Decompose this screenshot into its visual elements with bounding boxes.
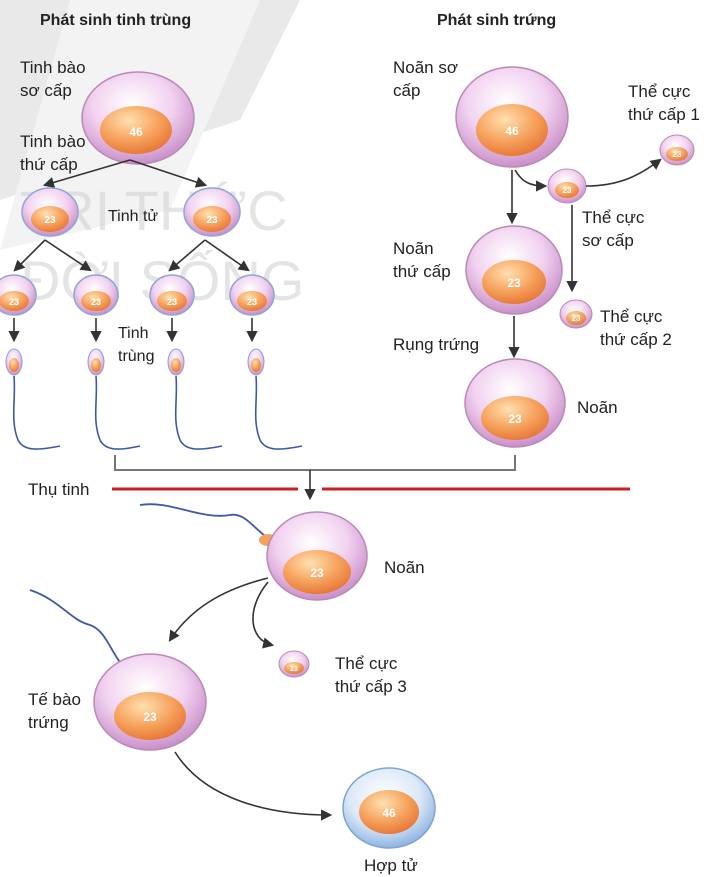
division-arrow xyxy=(586,160,660,186)
primary-polar-body: 23 xyxy=(548,169,586,203)
svg-text:23: 23 xyxy=(508,412,522,426)
spermatid-label: Tinh tử xyxy=(108,205,158,228)
zygote-label: Hợp tử xyxy=(364,854,418,877)
svg-text:23: 23 xyxy=(167,297,177,307)
sperm-cell xyxy=(168,349,222,449)
svg-text:23: 23 xyxy=(247,297,257,307)
spermatid-cell: 23 xyxy=(230,275,274,315)
svg-text:23: 23 xyxy=(673,150,682,159)
zygote-cell: 46 xyxy=(343,768,435,848)
secondary-oocyte-cell: 23 xyxy=(466,226,562,314)
ovulation-label: Rụng trứng xyxy=(393,333,479,356)
secondary-polar-body-2: 23 xyxy=(560,300,592,328)
secondary-polar-body-3: 23 xyxy=(279,651,309,677)
spermatid-cell: 23 xyxy=(150,275,194,315)
egg-cell: 23 xyxy=(94,654,206,750)
sperm-tail xyxy=(30,590,122,665)
division-arrow xyxy=(515,170,545,186)
svg-text:23: 23 xyxy=(310,566,324,580)
svg-text:23: 23 xyxy=(44,215,56,226)
oogenesis-header: Phát sinh trứng xyxy=(437,12,556,30)
chromosome-number: 46 xyxy=(129,125,143,139)
svg-text:23: 23 xyxy=(563,186,572,195)
svg-text:23: 23 xyxy=(143,710,157,724)
svg-text:23: 23 xyxy=(507,276,521,290)
ovum-cell: 23 xyxy=(465,359,565,447)
sperm-tail xyxy=(140,504,268,538)
fertilization-label: Thụ tinh xyxy=(28,478,89,501)
ovum-fertilization-cell: 23 xyxy=(267,512,367,600)
svg-text:46: 46 xyxy=(382,806,396,820)
svg-text:23: 23 xyxy=(206,215,218,226)
primary-oocyte-cell: 46 xyxy=(456,67,568,167)
ovum-label: Noãn xyxy=(577,396,618,419)
primary-spermatocyte-cell: 46 xyxy=(82,72,194,164)
spermatogenesis-header: Phát sinh tinh trùng xyxy=(40,12,191,30)
secondary-spermatocyte-cell: 23 xyxy=(22,188,78,236)
svg-text:46: 46 xyxy=(505,124,519,138)
sperm-cell xyxy=(248,349,302,449)
sperm-cell xyxy=(6,349,60,449)
secondary-spermatocyte-cell: 23 xyxy=(184,188,240,236)
svg-text:23: 23 xyxy=(9,297,19,307)
svg-text:23: 23 xyxy=(290,666,298,673)
spermatid-cell: 23 xyxy=(0,275,36,315)
zygote-arrow xyxy=(175,752,330,815)
secondary-polar-body-1: 23 xyxy=(660,135,694,165)
spermatid-cell: 23 xyxy=(74,275,118,315)
svg-text:23: 23 xyxy=(91,297,101,307)
svg-text:23: 23 xyxy=(572,314,581,323)
ovum-middle-label: Noãn xyxy=(384,556,425,579)
division-arrow xyxy=(253,582,272,645)
merge-bracket xyxy=(115,455,515,470)
